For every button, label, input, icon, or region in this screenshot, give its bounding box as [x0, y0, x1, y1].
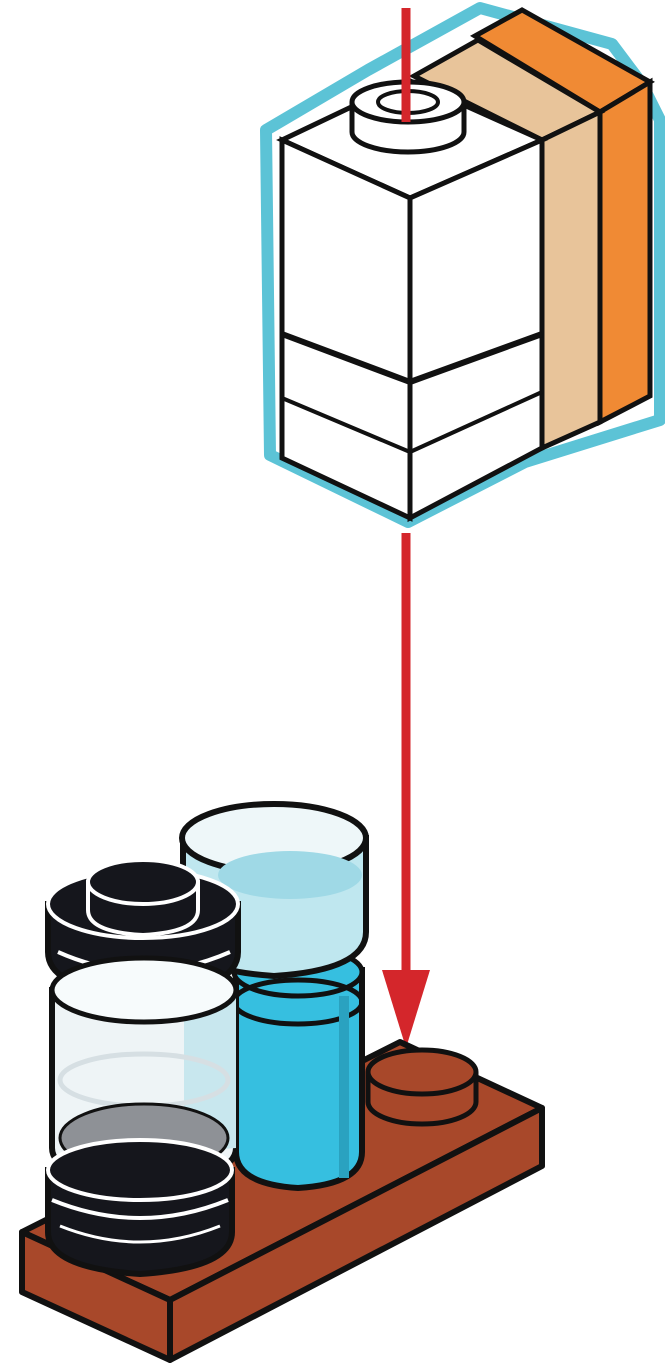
base-assembly	[22, 804, 542, 1360]
white-1x1-brick-with-hollow-stud	[282, 80, 542, 518]
black-bottom-plates	[48, 1140, 232, 1274]
subassembly-callout	[266, 8, 660, 522]
medium-azure-round-brick	[234, 948, 362, 1188]
reddish-brown-round-stud	[368, 1050, 476, 1124]
